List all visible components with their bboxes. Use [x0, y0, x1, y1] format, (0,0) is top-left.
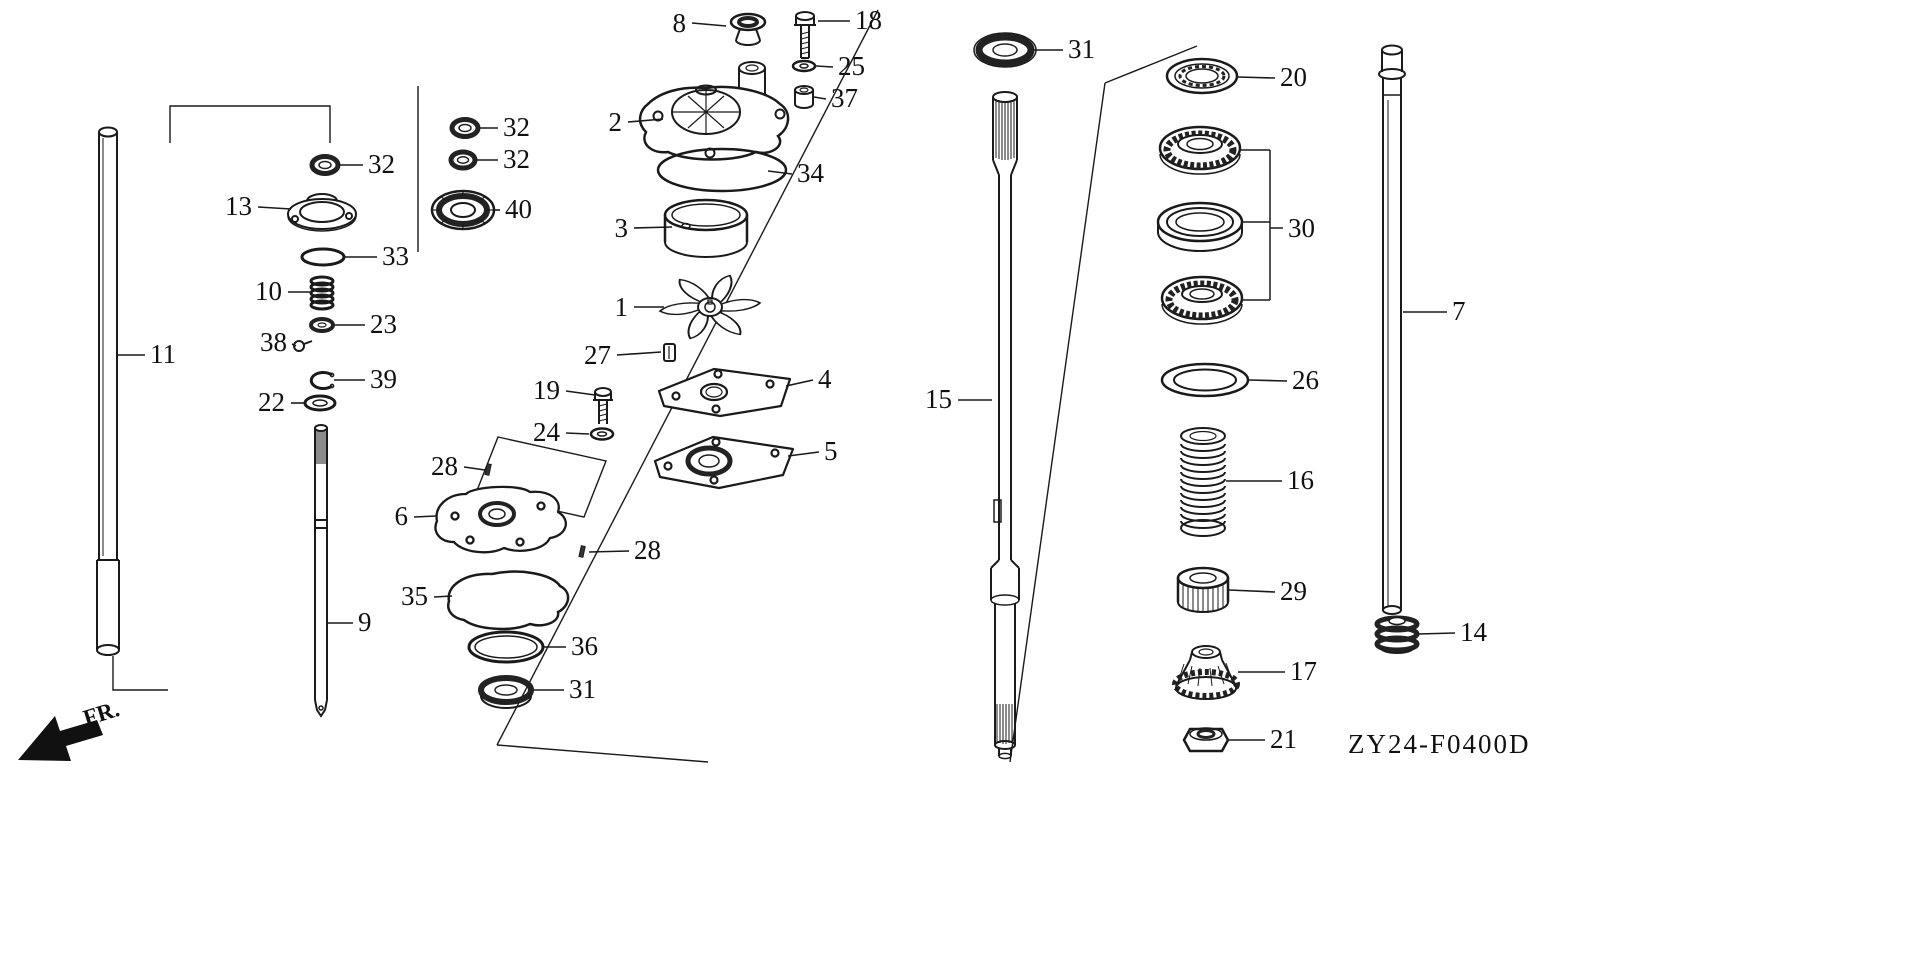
part-35-gasket — [447, 570, 570, 631]
callout-22: 22 — [258, 387, 285, 417]
construction-lines — [112, 9, 1198, 763]
callout-36: 36 — [571, 631, 598, 661]
part-28-pin-b — [578, 545, 586, 558]
part-32-seal-b — [448, 149, 478, 171]
callout-19: 19 — [533, 375, 560, 405]
part-21-nut — [1182, 727, 1230, 753]
part-31-seal-center — [478, 675, 534, 709]
part-11-shaft-tube — [96, 126, 120, 656]
callout-33: 33 — [382, 241, 409, 271]
part-23-washer — [309, 317, 335, 333]
part-2-pump-housing — [638, 61, 790, 161]
part-5-plate — [653, 435, 795, 490]
callout-39: 39 — [370, 364, 397, 394]
part-27-key — [663, 343, 676, 362]
part-30-taper-bearing-lower — [1160, 275, 1244, 325]
callout-25: 25 — [838, 51, 865, 81]
part-29-needle-bearing — [1176, 566, 1230, 613]
drawing-code: ZY24-F0400D — [1348, 729, 1531, 759]
part-17-pinion-gear — [1172, 645, 1240, 700]
callout-15: 15 — [925, 384, 952, 414]
callout-35: 35 — [401, 581, 428, 611]
part-33-ring — [300, 247, 346, 267]
callout-26: 26 — [1292, 365, 1319, 395]
part-20-bearing-race — [1165, 57, 1239, 95]
callout-1: 1 — [615, 292, 629, 322]
part-38-clip — [293, 340, 313, 352]
callout-4: 4 — [818, 364, 832, 394]
part-37-collar — [794, 85, 814, 109]
part-8-grommet — [729, 12, 767, 46]
callout-10: 10 — [255, 276, 282, 306]
part-36-o-ring — [467, 630, 545, 664]
part-40-seal-assembly — [430, 189, 496, 231]
callout-17: 17 — [1290, 656, 1317, 686]
part-22-seal-ring — [303, 394, 337, 412]
part-19-bolt — [593, 387, 613, 424]
part-9-shift-rod — [314, 424, 328, 718]
part-25-washer — [791, 59, 817, 73]
callout-23: 23 — [370, 309, 397, 339]
callout-8: 8 — [673, 8, 687, 38]
callout-37: 37 — [831, 83, 858, 113]
callouts: 8 18 25 37 2 34 3 1 27 4 19 24 5 28 6 28… — [150, 5, 1488, 754]
callout-5: 5 — [824, 436, 838, 466]
callout-11: 11 — [150, 339, 176, 369]
part-16-water-tube-spring — [1180, 427, 1226, 537]
part-26-washer — [1160, 362, 1250, 398]
part-4-plate — [657, 367, 792, 418]
callout-34: 34 — [797, 158, 825, 188]
part-14-mount-rubber — [1374, 615, 1420, 654]
callout-13: 13 — [225, 191, 252, 221]
leader-lines — [118, 20, 1456, 741]
part-28-pin-a — [484, 463, 492, 476]
callout-7: 7 — [1452, 296, 1466, 326]
callout-6: 6 — [395, 501, 409, 531]
front-label: FR. — [80, 696, 122, 731]
part-30-taper-bearing-upper — [1158, 125, 1242, 175]
part-34-gasket — [656, 147, 788, 193]
callout-9: 9 — [358, 607, 372, 637]
callout-24: 24 — [533, 417, 561, 447]
callout-3: 3 — [615, 213, 629, 243]
callout-32c: 32 — [368, 149, 395, 179]
part-13-seal-housing — [287, 193, 357, 232]
callout-40: 40 — [505, 194, 532, 224]
callout-32b: 32 — [503, 144, 530, 174]
callout-30: 30 — [1288, 213, 1315, 243]
callout-16: 16 — [1287, 465, 1314, 495]
callout-27: 27 — [584, 340, 611, 370]
part-32-seal-a — [449, 117, 481, 139]
callout-2: 2 — [609, 107, 623, 137]
bracket-30 — [1241, 149, 1283, 301]
callout-31b: 31 — [1068, 34, 1095, 64]
part-15-vertical-shaft — [990, 91, 1020, 760]
callout-29: 29 — [1280, 576, 1307, 606]
callout-18: 18 — [855, 5, 882, 35]
part-32-seal-left — [309, 154, 341, 176]
front-direction-marker: FR. — [18, 696, 122, 761]
part-30-bearing-cup — [1156, 201, 1244, 252]
front-arrow-icon — [18, 716, 103, 761]
callout-28b: 28 — [634, 535, 661, 565]
part-24-washer — [589, 427, 615, 441]
part-3-pump-liner — [663, 198, 749, 258]
part-31-seal-top — [973, 32, 1037, 68]
part-39-circlip — [309, 371, 335, 390]
callout-31a: 31 — [569, 674, 596, 704]
callout-14: 14 — [1460, 617, 1488, 647]
callout-32a: 32 — [503, 112, 530, 142]
callout-20: 20 — [1280, 62, 1307, 92]
part-6-pump-base — [434, 485, 567, 554]
part-10-spring — [309, 275, 335, 311]
part-18-bolt — [794, 11, 816, 59]
part-7-water-tube — [1378, 44, 1406, 615]
callout-21: 21 — [1270, 724, 1297, 754]
callout-28a: 28 — [431, 451, 458, 481]
part-1-impeller — [658, 274, 762, 340]
callout-38: 38 — [260, 327, 287, 357]
